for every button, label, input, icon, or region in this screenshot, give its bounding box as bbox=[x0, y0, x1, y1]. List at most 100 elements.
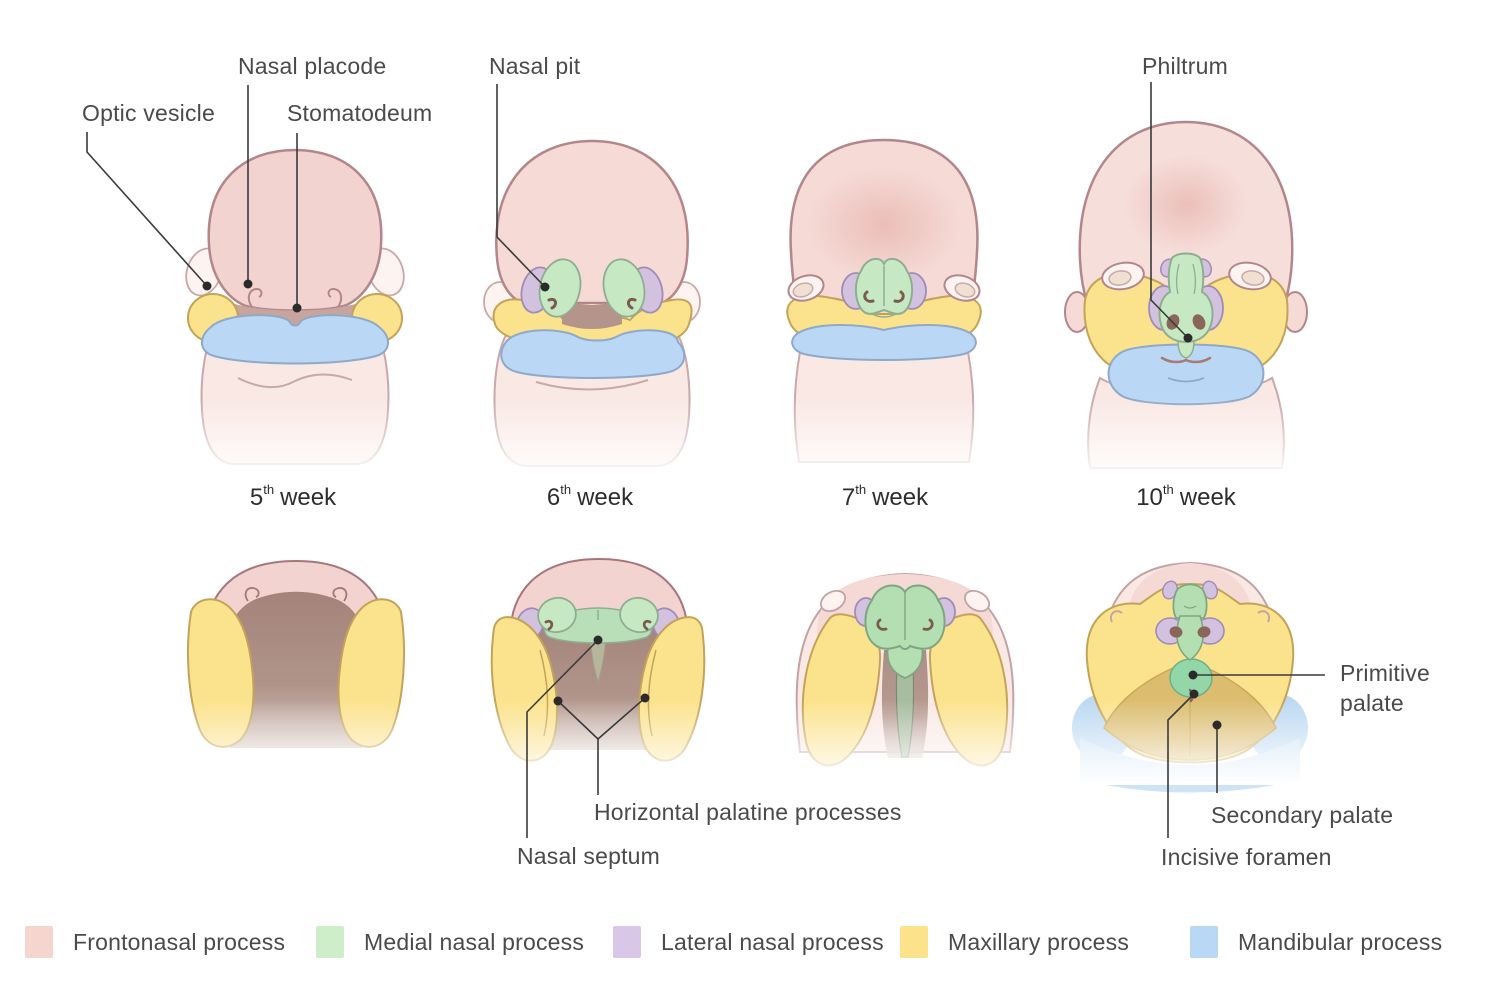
nostril-curl bbox=[893, 290, 905, 303]
dot bbox=[640, 693, 650, 703]
philtrum-shape bbox=[1177, 339, 1195, 359]
forehead-blush bbox=[806, 167, 962, 283]
legend-item-mandibular-process: Mandibular process bbox=[1190, 926, 1442, 958]
mandibular-process-shape bbox=[201, 314, 389, 365]
legend-label: Mandibular process bbox=[1238, 928, 1443, 955]
label-philtrum: Philtrum bbox=[1142, 53, 1228, 79]
nostril bbox=[1197, 626, 1211, 638]
label-horizontal-palatine-processes: Horizontal palatine processes bbox=[594, 799, 902, 825]
leader-dots bbox=[202, 279, 1222, 730]
legend-swatch-frontonasal bbox=[25, 926, 53, 958]
palate-view-week6 bbox=[490, 557, 706, 762]
medial-nasal-process-shape bbox=[602, 258, 646, 318]
medial-nasal-process-shape bbox=[619, 596, 659, 634]
placode-curl bbox=[332, 587, 348, 602]
week-number: 10 bbox=[1136, 484, 1163, 511]
label-optic-vesicle: Optic vesicle bbox=[82, 100, 215, 126]
week-word: week bbox=[577, 484, 634, 511]
week-number: 6 bbox=[546, 484, 561, 511]
nose-taper bbox=[886, 645, 924, 679]
legend-swatch-medial-nasal bbox=[316, 926, 344, 958]
label-incisive-foramen: Incisive foramen bbox=[1161, 844, 1332, 870]
legend-label: Maxillary process bbox=[948, 928, 1130, 955]
nasal-placode-curl bbox=[247, 287, 263, 308]
chest-fold bbox=[535, 379, 649, 391]
dot bbox=[1183, 333, 1193, 343]
legend-swatch-maxillary bbox=[900, 926, 928, 958]
week-number: 5 bbox=[249, 484, 264, 511]
nasal-pit-curl bbox=[642, 619, 652, 631]
leader-lines bbox=[86, 82, 1325, 838]
dot bbox=[540, 282, 550, 292]
nasal-placode-curl bbox=[327, 287, 343, 308]
dot bbox=[1189, 689, 1199, 699]
nasal-pit-curl bbox=[544, 619, 554, 631]
leader-nasal-septum bbox=[526, 639, 599, 838]
fade-overlay-row1 bbox=[140, 398, 1360, 480]
week-word: week bbox=[280, 484, 337, 511]
eye-curl bbox=[963, 589, 991, 613]
label-primitive-palate: Primitive palate bbox=[1340, 660, 1430, 716]
legend-label: Lateral nasal process bbox=[661, 928, 884, 955]
week-ordinal-suffix: th bbox=[560, 482, 572, 497]
legend-item-lateral-nasal-process: Lateral nasal process bbox=[613, 926, 884, 958]
embryo-front-week5 bbox=[185, 148, 405, 465]
label-stomatodeum: Stomatodeum bbox=[287, 100, 433, 126]
legend-swatch-lateral-nasal bbox=[613, 926, 641, 958]
medial-nasal-process-shape bbox=[538, 258, 582, 318]
dot bbox=[553, 696, 563, 706]
placode-curl bbox=[244, 587, 260, 602]
embryo-front-week10 bbox=[1064, 120, 1308, 598]
nasal-septum-shape bbox=[589, 637, 607, 684]
ear-curl bbox=[1110, 610, 1123, 623]
nose-bridge bbox=[1172, 583, 1208, 619]
nose-crease bbox=[1175, 263, 1180, 295]
eye-inner bbox=[792, 282, 814, 298]
mandibular-process-shape bbox=[791, 324, 977, 361]
forehead-blush bbox=[1124, 155, 1248, 255]
medial-nasal-process-shape bbox=[537, 596, 577, 634]
dot bbox=[1212, 720, 1222, 730]
dot bbox=[292, 303, 302, 313]
label-nasal-placode: Nasal placode bbox=[238, 53, 387, 79]
week-word: week bbox=[872, 484, 929, 511]
legend-label: Medial nasal process bbox=[364, 928, 585, 955]
eye-curl bbox=[819, 589, 847, 613]
stomatodeum-shape bbox=[562, 298, 622, 329]
legend-swatch-mandibular bbox=[1190, 926, 1218, 958]
week-ordinal-suffix: th bbox=[263, 482, 275, 497]
eye-inner bbox=[1241, 270, 1265, 286]
week-ordinal-suffix: th bbox=[855, 482, 867, 497]
eye-inner bbox=[954, 282, 976, 298]
week-number: 7 bbox=[841, 484, 856, 511]
nasal-pit-curl bbox=[626, 297, 637, 310]
legend-item-maxillary-process: Maxillary process bbox=[900, 926, 1129, 958]
label-nasal-pit: Nasal pit bbox=[489, 53, 581, 79]
nose-crease bbox=[1183, 605, 1197, 609]
nostril bbox=[1169, 626, 1183, 638]
dot bbox=[202, 281, 212, 291]
leader-optic-vesicle bbox=[86, 132, 208, 287]
nose-crease bbox=[1192, 263, 1197, 295]
mandibular-process-shape bbox=[1107, 343, 1265, 406]
nostril-curl bbox=[922, 618, 934, 631]
dot bbox=[243, 279, 253, 289]
mandibular-process-shape bbox=[500, 329, 686, 379]
mouth-line bbox=[1160, 356, 1212, 364]
philtrum-wave bbox=[871, 313, 897, 318]
dot bbox=[1188, 670, 1198, 680]
legend-label: Frontonasal process bbox=[73, 928, 286, 955]
label-secondary-palate: Secondary palate bbox=[1211, 802, 1394, 828]
nostril bbox=[1192, 314, 1206, 330]
leader-incisive-foramen bbox=[1167, 693, 1195, 838]
eye-inner bbox=[1108, 270, 1132, 286]
leader-nasal-pit bbox=[496, 84, 546, 288]
week-word: week bbox=[1179, 484, 1236, 511]
chin-crease bbox=[1167, 377, 1205, 383]
